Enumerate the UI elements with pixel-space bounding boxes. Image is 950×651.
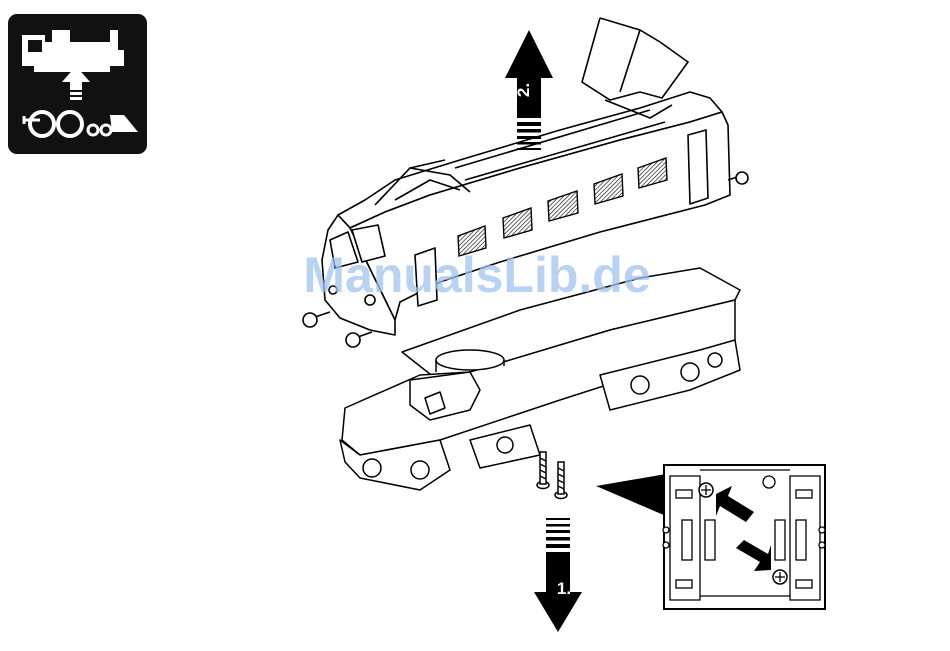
- watermark: ManualsLib.de: [303, 247, 650, 303]
- step-2-up-arrow: 2.: [505, 30, 553, 150]
- step-1-down-arrow: 1.: [534, 518, 582, 632]
- step-2-label: 2.: [514, 83, 533, 97]
- locomotive-disassembly-icon: [8, 14, 147, 154]
- step-1-label: 1.: [557, 579, 571, 598]
- detail-inset: [663, 465, 825, 609]
- screw-left: [537, 452, 549, 489]
- detail-pointer: [596, 474, 666, 516]
- detail-screw-bottom: [773, 570, 787, 584]
- detail-screw-top: [699, 483, 713, 497]
- screw-right: [555, 462, 567, 499]
